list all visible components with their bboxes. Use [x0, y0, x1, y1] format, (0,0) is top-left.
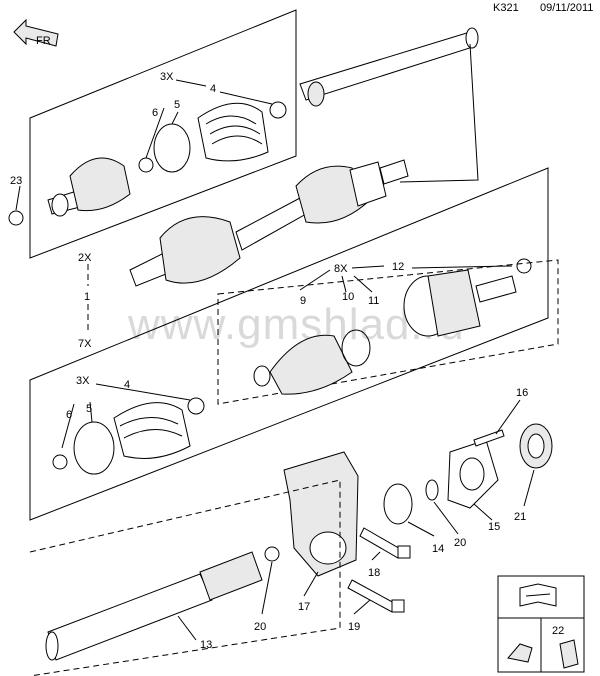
clamp-5-top	[153, 123, 191, 173]
callout-1: 1	[84, 291, 90, 303]
clamp-4-small-top	[269, 101, 287, 119]
clamp-11-small	[253, 365, 271, 387]
boot-4-low	[113, 402, 191, 459]
leader-shaft-upper	[399, 43, 479, 183]
diagram-date: 09/11/2011	[540, 2, 594, 14]
drive-shaft-upper	[299, 27, 479, 107]
callout-17: 17	[298, 601, 310, 613]
snap-ring-23	[8, 210, 24, 226]
orientation-mark: FR	[36, 35, 51, 47]
callout-9: 9	[300, 295, 306, 307]
bolt-18	[359, 527, 411, 559]
callout-13: 13	[200, 639, 212, 651]
qty-3x-top: 3X	[160, 71, 174, 83]
clamp-10	[341, 329, 371, 367]
panel-bottom	[29, 479, 341, 676]
front-direction-icon: FR	[13, 18, 59, 47]
bearing-bracket-17	[283, 451, 359, 577]
grease-tube-icon	[559, 639, 579, 669]
panel-top	[29, 9, 297, 259]
qty-2x: 2X	[78, 252, 92, 264]
callout-10: 10	[342, 291, 354, 303]
snap-ring-20-upper	[425, 479, 439, 501]
leader-lines	[15, 79, 535, 641]
callout-14: 14	[432, 543, 444, 555]
callout-18: 18	[368, 567, 380, 579]
boot-4-top	[197, 102, 269, 162]
seal-plate-15	[447, 439, 499, 509]
seal-21	[519, 423, 553, 469]
qty-3x-low: 3X	[76, 375, 90, 387]
callout-6-top: 6	[152, 107, 158, 119]
bearing-14	[383, 483, 413, 525]
intermediate-shaft-13	[45, 551, 263, 661]
callout-21: 21	[514, 511, 526, 523]
snap-ring-20-lower	[264, 546, 280, 562]
clamp-12-ring	[516, 258, 532, 274]
qty-7x: 7X	[78, 338, 92, 350]
callout-20-upper: 20	[454, 537, 466, 549]
callout-4-top: 4	[210, 83, 216, 95]
callout-19: 19	[348, 621, 360, 633]
clamp-5-low	[73, 421, 115, 475]
callout-20-lower: 20	[254, 621, 266, 633]
callout-23: 23	[10, 175, 22, 187]
oil-can-icon	[507, 643, 533, 663]
callout-15: 15	[488, 521, 500, 533]
panel-middle	[29, 167, 549, 521]
callout-6-low: 6	[66, 409, 72, 421]
callout-16: 16	[516, 387, 528, 399]
clamp-6-top	[138, 157, 154, 173]
callout-4-low: 4	[124, 379, 130, 391]
clamp-6-low	[52, 454, 68, 470]
half-shaft-assembly	[129, 159, 409, 287]
bolt-16	[473, 429, 505, 447]
diagram-code: K321	[493, 2, 519, 14]
callout-22: 22	[552, 625, 564, 637]
panel-inner-joint	[217, 259, 559, 405]
manual-wrench-icon	[519, 583, 557, 607]
bolt-19	[347, 579, 405, 613]
callout-5-top: 5	[174, 99, 180, 111]
qty-8x: 8X	[334, 263, 348, 275]
callout-12: 12	[392, 261, 404, 273]
inner-tripod-joint-12	[403, 269, 517, 337]
inner-boot-9	[269, 334, 353, 395]
callout-11: 11	[368, 295, 379, 307]
outer-cv-joint-left	[47, 157, 131, 217]
callout-5-low: 5	[86, 403, 92, 415]
clamp-4-small-low	[187, 397, 205, 415]
